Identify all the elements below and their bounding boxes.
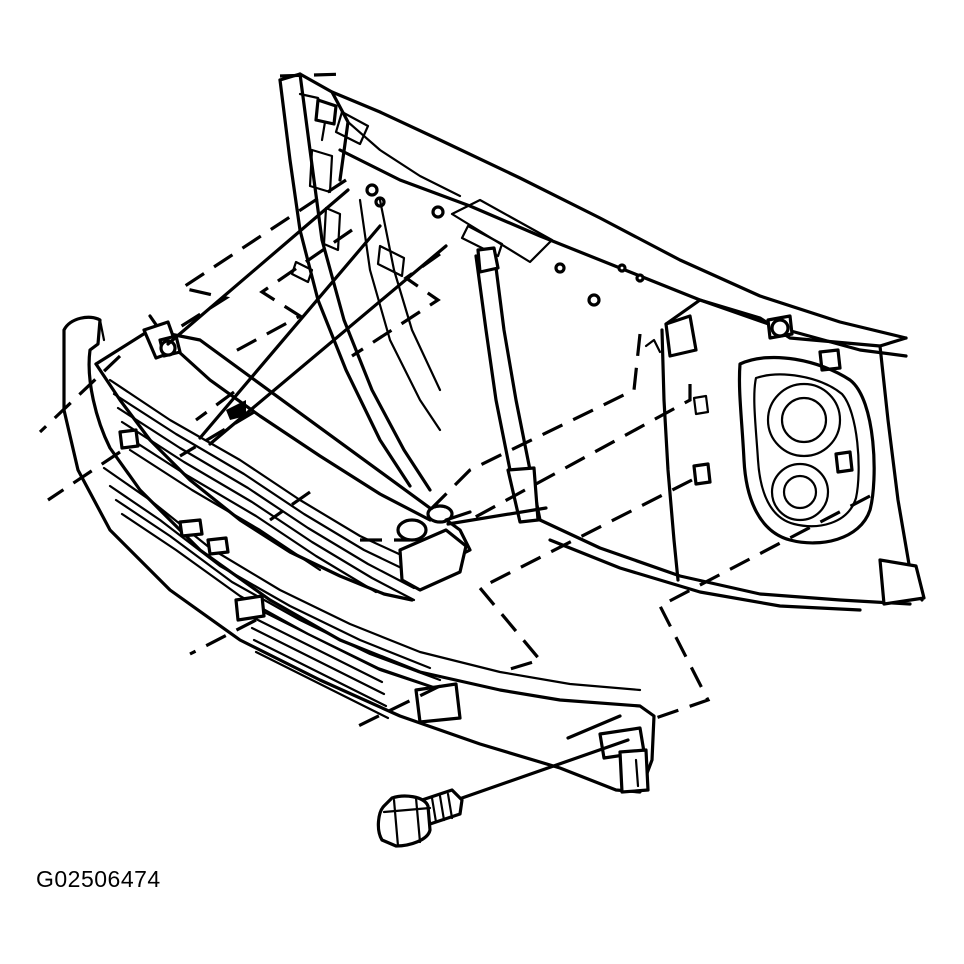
mounting-bolts [159, 339, 454, 542]
bolt [376, 788, 464, 848]
front-bumper [62, 315, 656, 794]
radiator-support [278, 72, 926, 612]
alignment-lines [38, 72, 871, 732]
figure-id: G02506474 [36, 866, 161, 892]
grille [94, 314, 472, 602]
leader-lines [166, 188, 630, 800]
